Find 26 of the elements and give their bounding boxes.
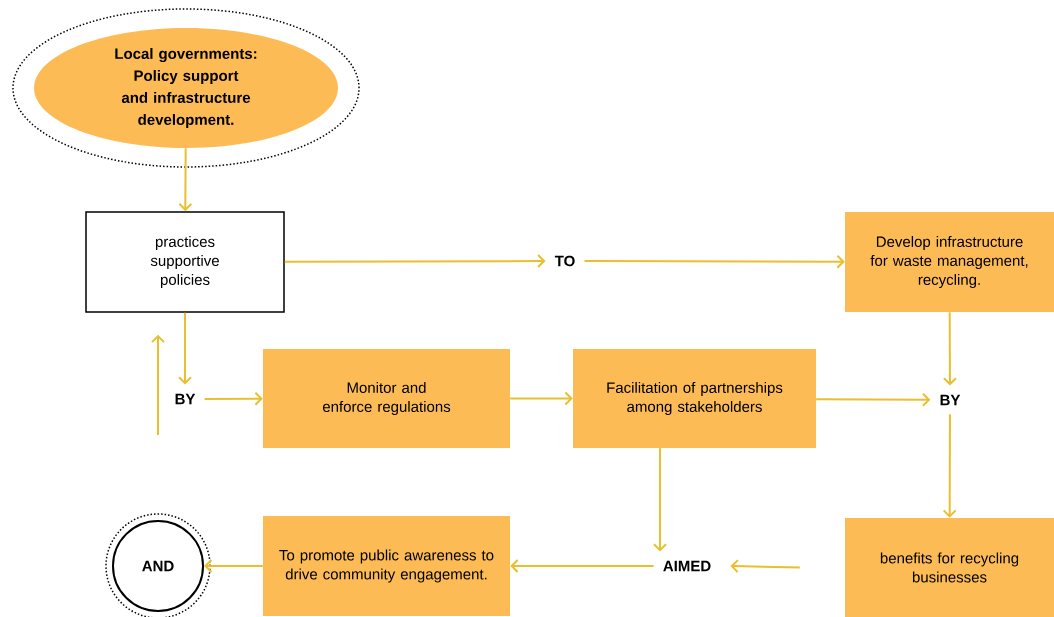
arrow bbox=[151, 334, 165, 436]
arrow bbox=[942, 413, 957, 518]
arrow bbox=[583, 254, 845, 269]
arrow bbox=[204, 559, 264, 573]
arrow bbox=[283, 254, 546, 269]
arrow bbox=[178, 147, 193, 212]
arrow bbox=[509, 391, 573, 406]
arrow bbox=[730, 559, 801, 574]
arrow bbox=[178, 311, 192, 385]
process-box: Develop infrastructure for waste management, recycling. bbox=[845, 212, 1054, 312]
arrow bbox=[815, 392, 931, 407]
ellipse-node: Local governments: Policy support and infrastructure development. bbox=[12, 8, 360, 168]
connector-word: BY bbox=[175, 393, 196, 405]
process-box: benefits for recycling businesses bbox=[845, 518, 1054, 617]
process-box: To promote public awareness to drive community engagement. bbox=[263, 516, 510, 616]
circle-node: AND bbox=[105, 513, 211, 617]
process-box: Monitor and enforce regulations bbox=[263, 349, 510, 448]
arrow bbox=[510, 559, 655, 573]
process-box: Facilitation of partnerships among stakeholders bbox=[573, 349, 816, 448]
connector-word: AIMED bbox=[663, 560, 711, 572]
connector-word: BY bbox=[940, 394, 961, 406]
arrow bbox=[653, 447, 667, 552]
arrow bbox=[203, 391, 263, 406]
process-box: practices supportive policies bbox=[85, 211, 285, 313]
arrow bbox=[942, 311, 957, 386]
connector-word: TO bbox=[554, 255, 575, 267]
